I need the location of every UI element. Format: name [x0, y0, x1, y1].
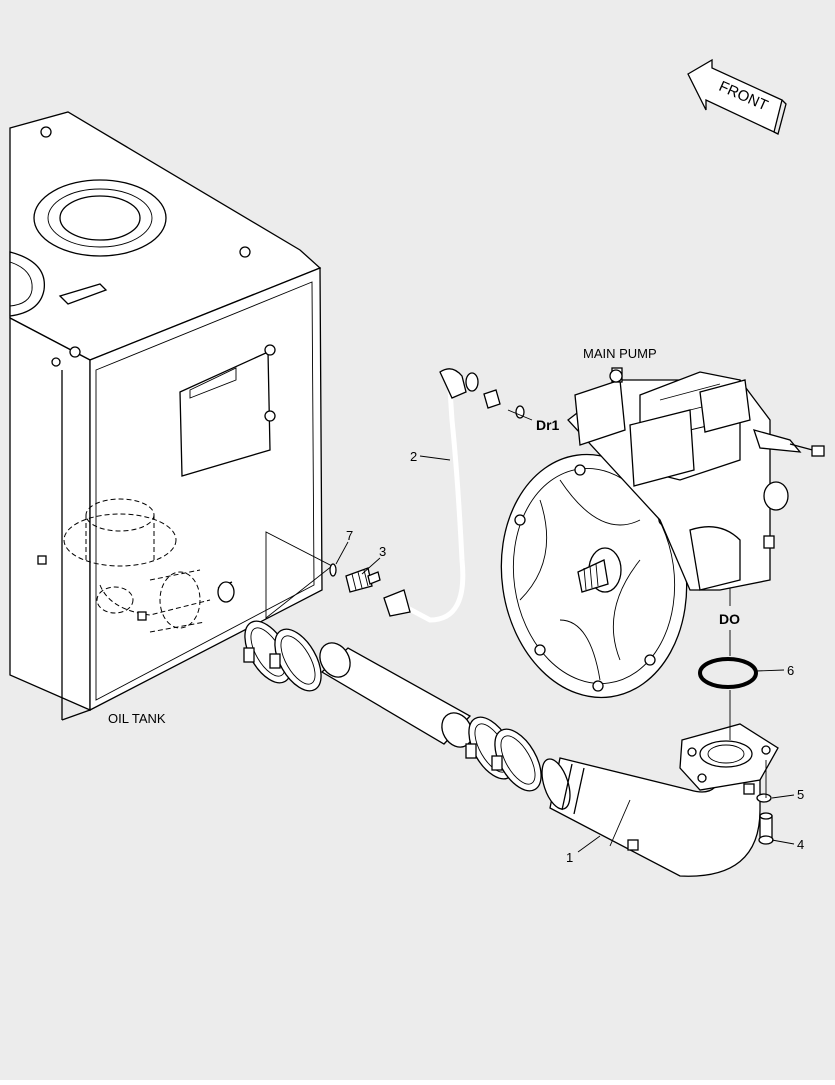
- rubber-hose: [319, 642, 473, 748]
- o-ring-7: [329, 563, 337, 577]
- port-do-label: DO: [719, 611, 740, 627]
- callout-5: 5: [771, 787, 804, 802]
- port-dr1-label: Dr1: [536, 417, 560, 433]
- callout-4: 4: [771, 837, 804, 852]
- washer-5: [756, 793, 772, 803]
- oil-tank-label: OIL TANK: [108, 711, 166, 726]
- callout-4-number: 4: [797, 837, 804, 852]
- leader-triangle: [265, 531, 333, 619]
- main-pump: [500, 367, 825, 699]
- main-pump-label: MAIN PUMP: [583, 346, 657, 361]
- bolt-4: [758, 812, 774, 845]
- hose-clamps-upper: [243, 620, 322, 692]
- callout-2: 2: [410, 449, 451, 464]
- oil-tank: OIL TANK: [9, 111, 323, 726]
- suction-pipe-1: [541, 723, 779, 877]
- callout-3: 3: [361, 544, 386, 575]
- callout-2-number: 2: [410, 449, 417, 464]
- callout-1-number: 1: [566, 850, 573, 865]
- callout-6: 6: [755, 663, 794, 678]
- callout-7-number: 7: [346, 528, 353, 543]
- front-direction-arrow: FRONT: [687, 58, 787, 135]
- callout-1: 1: [566, 835, 601, 865]
- callout-5-number: 5: [797, 787, 804, 802]
- hose-2: [383, 368, 525, 623]
- dr1-leader: [507, 409, 533, 421]
- callout-6-number: 6: [787, 663, 794, 678]
- o-ring-6: [698, 657, 758, 689]
- callout-7: 7: [335, 528, 353, 565]
- callout-3-number: 3: [379, 544, 386, 559]
- hose-clamps-lower: [465, 716, 542, 792]
- connector-3: [345, 567, 381, 593]
